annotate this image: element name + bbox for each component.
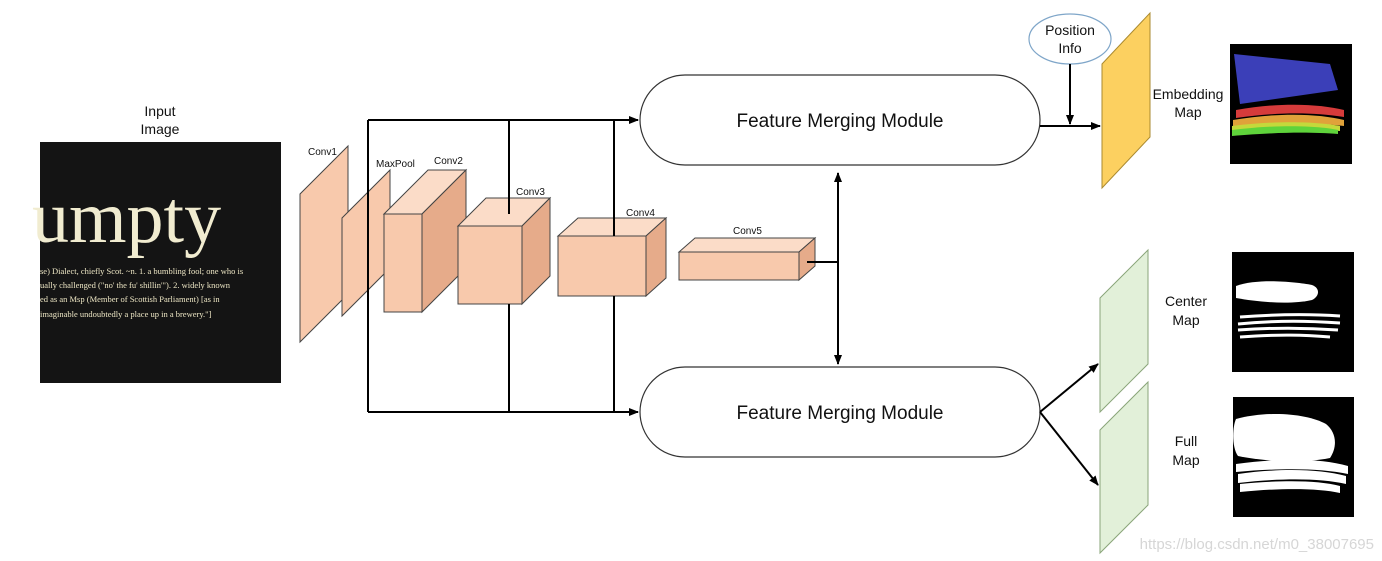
position-info: Position Info	[1028, 13, 1112, 65]
maxpool-label: MaxPool	[376, 159, 415, 170]
feature-merging-module-bottom: Feature Merging Module	[639, 366, 1041, 458]
conv5-label: Conv5	[733, 226, 762, 237]
center-map-label-2: Map	[1172, 312, 1199, 328]
watermark: https://blog.csdn.net/m0_38007695	[1140, 536, 1374, 553]
embedding-feature-plate	[1101, 11, 1151, 190]
feature-merging-module-top: Feature Merging Module	[639, 74, 1041, 166]
embedding-map-label-1: Embedding	[1153, 86, 1224, 102]
position-info-label-1: Position	[1045, 22, 1095, 38]
input-image-group: Input Image umpty se) Dialect, chiefly S…	[32, 103, 281, 383]
skip-connections	[367, 116, 842, 416]
conv1-label: Conv1	[308, 147, 337, 158]
input-image	[40, 142, 281, 383]
output-arrows	[1039, 64, 1101, 486]
input-image-text-3: ed as an Msp (Member of Scottish Parliam…	[40, 294, 220, 304]
embedding-map-label-2: Map	[1174, 104, 1201, 120]
full-feature-plate	[1099, 380, 1149, 555]
input-image-text-2: ually challenged ("no' the fu' shillin'"…	[40, 280, 231, 290]
input-image-word: umpty	[32, 177, 221, 259]
center-feature-plate	[1099, 248, 1149, 414]
full-map-image	[1233, 397, 1354, 517]
fmm-top-label: Feature Merging Module	[737, 111, 944, 132]
conv5-block: Conv5	[677, 226, 817, 282]
full-map-label-1: Full	[1175, 433, 1198, 449]
conv1-block: Conv1	[299, 144, 349, 344]
embedding-map-image	[1230, 44, 1352, 164]
conv3-block: Conv3	[456, 187, 552, 306]
conv3-label: Conv3	[516, 187, 545, 198]
conv2-label: Conv2	[434, 156, 463, 167]
center-map-image	[1232, 252, 1354, 372]
input-image-text-4: imaginable undoubtedly a place up in a b…	[40, 309, 212, 319]
conv4-block: Conv4	[556, 208, 668, 298]
input-image-text-1: se) Dialect, chiefly Scot. ~n. 1. a bumb…	[40, 266, 243, 276]
full-map-label-2: Map	[1172, 452, 1199, 468]
conv4-label: Conv4	[626, 208, 655, 219]
input-image-label-1: Input	[144, 103, 175, 119]
conv2-block: Conv2	[382, 156, 468, 314]
input-image-label-2: Image	[141, 121, 180, 137]
position-info-label-2: Info	[1058, 40, 1082, 56]
fmm-bottom-label: Feature Merging Module	[737, 403, 944, 424]
center-map-label-1: Center	[1165, 293, 1207, 309]
